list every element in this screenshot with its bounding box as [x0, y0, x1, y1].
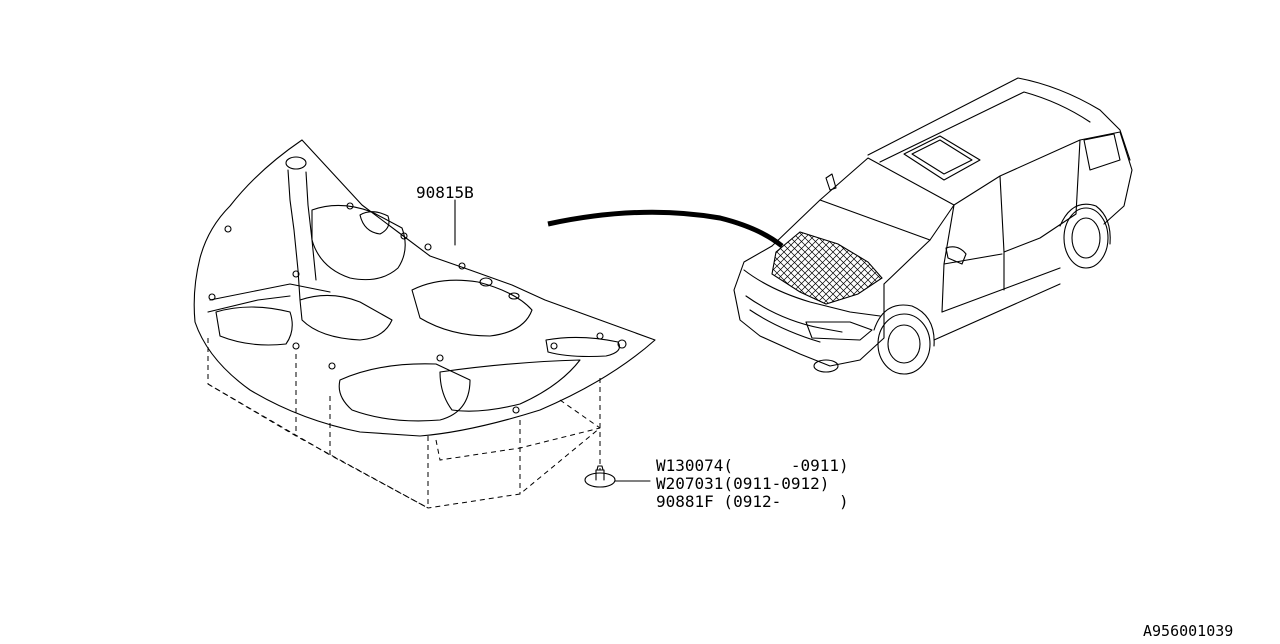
push-clip-drawing [584, 465, 651, 488]
location-arrow [547, 209, 784, 248]
clip-part-option-1: W130074( -0911) [656, 456, 849, 475]
hood-insulator-pad-drawing [193, 139, 656, 437]
projection-guides [207, 338, 601, 509]
clip-part-option-2: W207031(0911-0912) [656, 474, 829, 493]
insulator-part-number: 90815B [416, 183, 474, 202]
suv-vehicle-drawing [733, 77, 1133, 375]
diagram-code: A956001039 [1143, 622, 1233, 640]
clip-part-option-3: 90881F (0912- ) [656, 492, 849, 511]
